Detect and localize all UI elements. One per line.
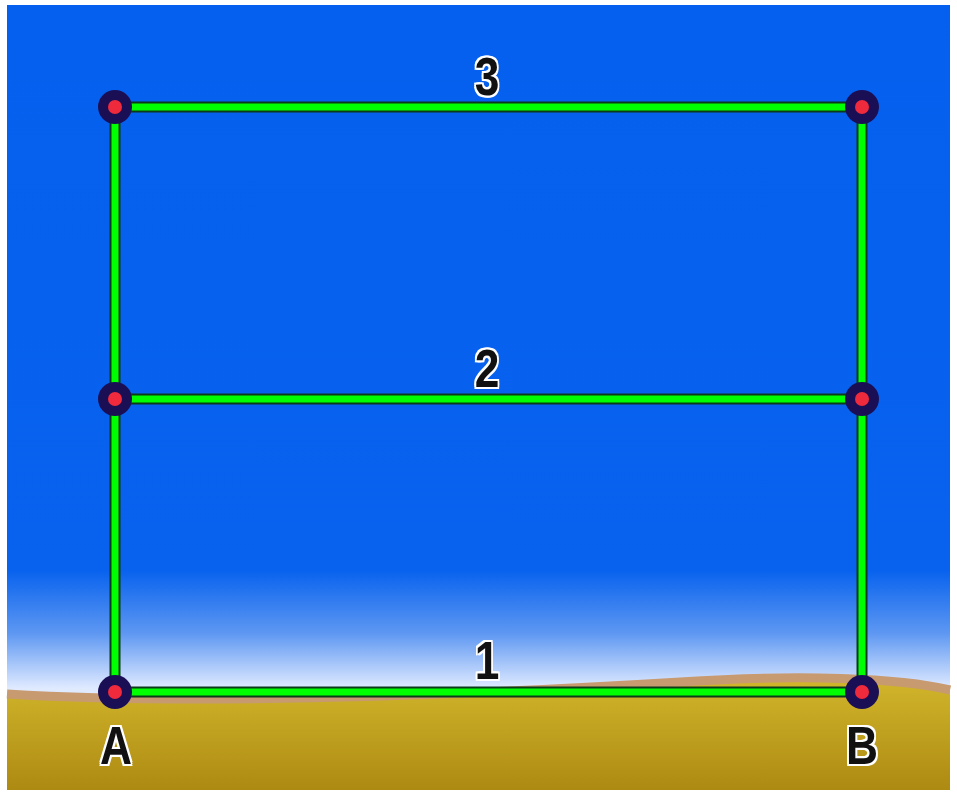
ground [7,678,950,790]
frame-joints [98,90,879,709]
support-label: A [100,718,132,772]
support-label: B [846,718,878,772]
sky-background [7,5,950,790]
level-number: 3 [475,49,500,103]
frame-members [115,107,862,692]
level-number: 1 [475,633,500,687]
level-number: 2 [475,341,500,395]
